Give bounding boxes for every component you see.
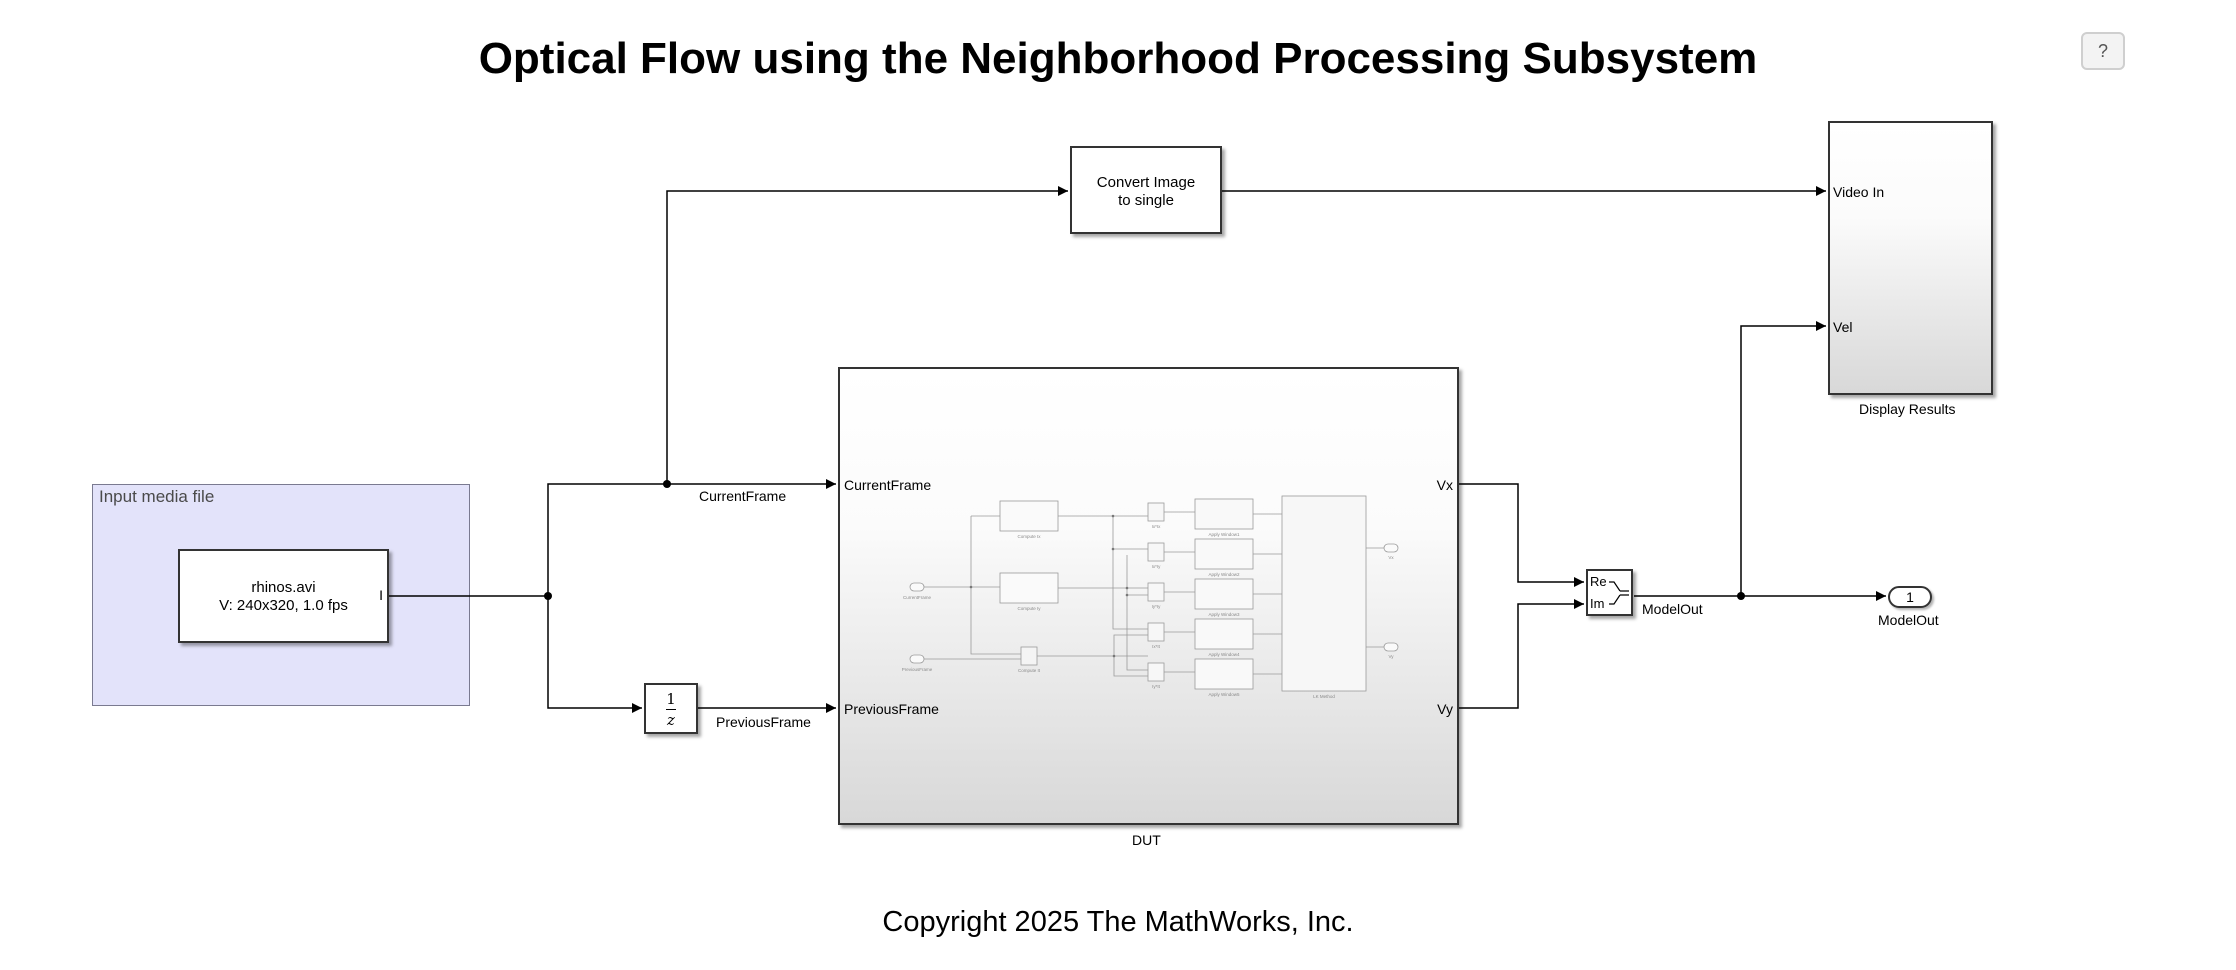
wire-to-delay (547, 596, 642, 713)
wire-vx (1458, 483, 1584, 587)
inner-label: Vx (1388, 555, 1394, 560)
inner-product-5 (1147, 662, 1165, 682)
dut-name: DUT (1132, 832, 1161, 848)
inner-product-1 (1147, 502, 1165, 522)
dut-output-vy: Vy (1437, 701, 1453, 717)
inner-label: Apply Window5 (1208, 692, 1240, 697)
source-port-label: I (379, 587, 383, 603)
branch-point (1737, 592, 1745, 600)
signal-label-previous-frame: PreviousFrame (716, 714, 811, 730)
inner-compute-ix (999, 500, 1059, 532)
inner-lk-method (1281, 495, 1367, 692)
branch-point (544, 592, 552, 600)
inner-label: Vy (1388, 654, 1394, 659)
inner-label: Compute Iy (1017, 606, 1041, 611)
diagram-title: Optical Flow using the Neighborhood Proc… (478, 34, 1758, 83)
inner-label: CurrentFrame (903, 595, 932, 600)
inner-label: Apply Window4 (1208, 652, 1240, 657)
inner-window-2 (1194, 538, 1254, 570)
unit-delay-block[interactable]: 1 z (644, 683, 698, 734)
inner-compute-it (1020, 646, 1038, 666)
convert-image-block[interactable]: Convert Image to single (1070, 146, 1222, 234)
inner-product-4 (1147, 622, 1165, 642)
inner-label: Ix*Iy (1152, 564, 1162, 569)
wire-to-convert (666, 186, 1068, 484)
inner-product-3 (1147, 582, 1165, 602)
delay-numerator: 1 (666, 690, 676, 708)
dut-subsystem-block[interactable]: CurrentFrame PreviousFrame Vx Vy (838, 367, 1459, 825)
dut-thumbnail: CurrentFrame PreviousFrame Compute Ix Co… (902, 495, 1399, 699)
display-results-block[interactable]: Video In Vel (1828, 121, 1993, 395)
source-filename: rhinos.avi (251, 579, 316, 596)
inner-label: Compute Ix (1017, 534, 1041, 539)
area-label: Input media file (99, 487, 215, 506)
wire-vy (1458, 599, 1584, 709)
complex-re-label: Re (1590, 574, 1607, 589)
dut-output-vx: Vx (1436, 477, 1453, 493)
display-input-vel: Vel (1833, 319, 1853, 335)
inner-label: Iy*Iy (1152, 604, 1162, 609)
model-out-outport[interactable]: 1 (1888, 586, 1932, 608)
inner-label: PreviousFrame (902, 667, 933, 672)
wire-vel (1740, 321, 1826, 596)
signal-label-model-out: ModelOut (1642, 601, 1703, 617)
dut-input-previous-frame: PreviousFrame (844, 701, 939, 717)
inner-label: Apply Window1 (1208, 532, 1240, 537)
dut-input-current-frame: CurrentFrame (844, 477, 932, 493)
inner-label: LK Method (1313, 694, 1335, 699)
wire-current-frame (547, 479, 836, 596)
inner-product-2 (1147, 542, 1165, 562)
source-info: V: 240x320, 1.0 fps (219, 597, 348, 614)
inner-window-5 (1194, 658, 1254, 690)
inner-outport-vx (1383, 543, 1399, 553)
inner-window-1 (1194, 498, 1254, 530)
help-button[interactable]: ? (2081, 32, 2125, 70)
inner-compute-iy (999, 572, 1059, 604)
outport-name: ModelOut (1878, 612, 1939, 628)
inner-label: Iy*It (1152, 684, 1161, 689)
display-name: Display Results (1859, 401, 1956, 417)
inner-label: Ix*It (1152, 644, 1161, 649)
copyright-text: Copyright 2025 The MathWorks, Inc. (882, 906, 1354, 938)
inner-window-3 (1194, 578, 1254, 610)
inner-inport-current (909, 582, 925, 592)
convert-line1: Convert Image (1096, 174, 1196, 191)
complex-im-label: Im (1590, 596, 1605, 611)
inner-window-4 (1194, 618, 1254, 650)
real-imag-to-complex-block[interactable]: Re Im (1586, 569, 1633, 616)
delay-denominator: z (667, 711, 675, 729)
merge-icon (1609, 581, 1629, 605)
from-multimedia-file-block[interactable]: rhinos.avi V: 240x320, 1.0 fps I (178, 549, 389, 643)
inner-label: Ix*Ix (1152, 524, 1162, 529)
inner-label: Compute It (1018, 668, 1041, 673)
signal-label-current-frame: CurrentFrame (699, 488, 787, 504)
inner-label: Apply Window2 (1208, 572, 1240, 577)
display-input-video-in: Video In (1833, 184, 1885, 200)
convert-line2: to single (1118, 192, 1174, 209)
inner-outport-vy (1383, 642, 1399, 652)
inner-label: Apply Window3 (1208, 612, 1240, 617)
branch-point (663, 480, 671, 488)
inner-inport-previous (909, 654, 925, 664)
